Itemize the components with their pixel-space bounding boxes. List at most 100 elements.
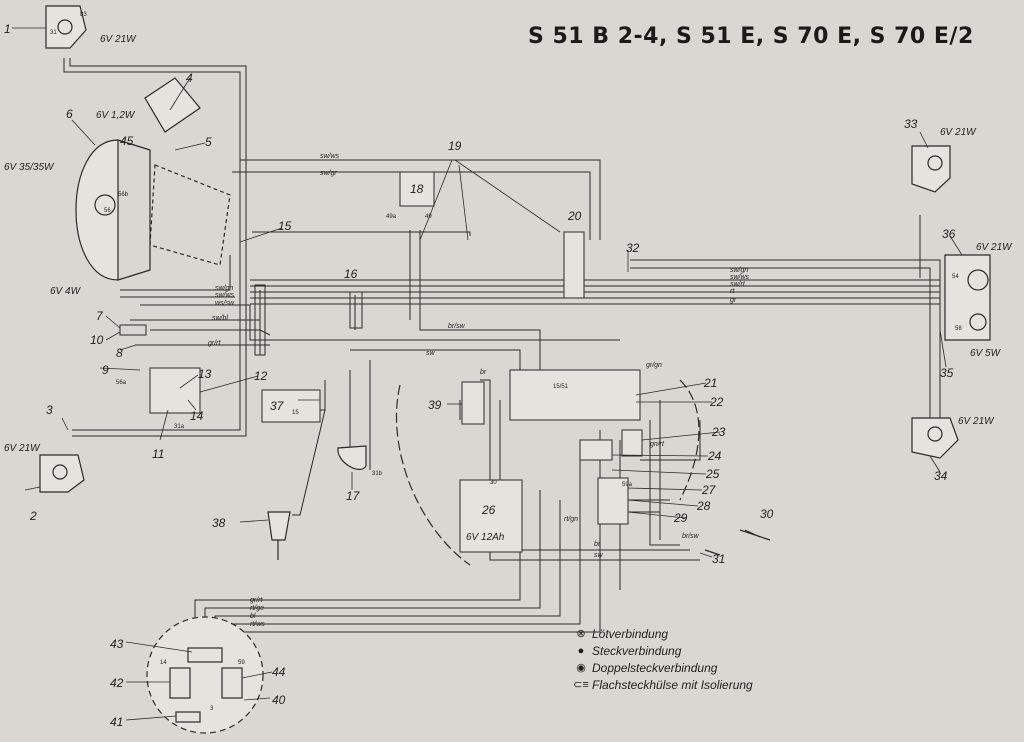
wire-label: sw/ws — [320, 153, 340, 160]
tail-lamp — [944, 254, 991, 341]
wire-label: br/sw — [448, 323, 466, 330]
wire-label: sw/rt — [730, 281, 746, 288]
connector-23 — [621, 429, 643, 457]
callout-40: 40 — [272, 693, 286, 707]
terminal-label: 49 — [425, 214, 432, 220]
handlebar-switch — [149, 367, 201, 414]
terminal-label: 31a — [174, 424, 185, 430]
callout-38: 38 — [212, 516, 226, 530]
wire-label: sw/ws — [215, 292, 235, 299]
wire-front-left — [63, 58, 241, 431]
legend-item: ⊂≡ Flachsteckhülse mit Isolierung — [572, 677, 753, 694]
terminal-label: 83 — [80, 12, 87, 18]
wire-label: sw/gn — [730, 267, 748, 274]
callout-44: 44 — [272, 665, 286, 679]
blinker-rear-right — [911, 417, 959, 459]
connector-16 — [349, 291, 363, 329]
callout-7: 7 — [96, 309, 104, 323]
callout-3: 3 — [46, 403, 53, 417]
wire-label: rt/gn — [564, 516, 578, 523]
callout-15: 15 — [278, 219, 292, 233]
callout-25: 25 — [705, 467, 720, 481]
rating-rear-right-blinker: 6V 21W — [958, 416, 995, 427]
wire-label: br/sw — [682, 533, 700, 540]
blinker-front-left — [45, 5, 87, 49]
callout-14: 14 — [190, 409, 204, 423]
terminal-label: 56 — [104, 208, 111, 214]
callout-30: 30 — [760, 507, 774, 521]
callout-29: 29 — [673, 511, 688, 525]
connector-20 — [563, 231, 585, 299]
wire-front-left-2 — [69, 58, 247, 437]
callout-17: 17 — [346, 489, 361, 503]
wire-label: gr/gn — [646, 362, 662, 369]
rating-tail-lamp: 6V 21W — [976, 242, 1013, 253]
callout-1: 1 — [4, 22, 11, 36]
rating-battery: 6V 12Ah — [466, 532, 505, 543]
generator-40 — [146, 616, 264, 734]
wire-label: br — [594, 541, 601, 548]
callout-33: 33 — [904, 117, 918, 131]
terminal-label: 49a — [386, 214, 397, 220]
rating-rear-left-blinker: 6V 21W — [4, 443, 41, 454]
switch-39 — [461, 381, 485, 425]
wire-label: rt/ge — [250, 605, 264, 612]
callout-23: 23 — [711, 425, 726, 439]
rating-front-left-blinker: 6V 21W — [100, 34, 137, 45]
callout-41: 41 — [110, 715, 123, 729]
callout-12: 12 — [254, 369, 268, 383]
callout-22: 22 — [709, 395, 724, 409]
callout-35: 35 — [940, 366, 954, 380]
regulator-37 — [261, 389, 321, 423]
legend-text: Doppelsteckverbindung — [592, 661, 718, 675]
wire-label: gr/rt — [208, 340, 222, 347]
wire-label: gn/rt — [650, 441, 665, 448]
callout-31: 31 — [712, 552, 725, 566]
callout-28: 28 — [696, 499, 711, 513]
terminal-label: 56a — [116, 380, 127, 386]
callout-4: 4 — [186, 71, 193, 85]
terminal-label: 59 — [238, 660, 245, 666]
wire-label: sw/bl — [212, 315, 228, 322]
legend-item: ◉ Doppelsteckverbindung — [572, 660, 753, 677]
terminal-label: 15 — [292, 410, 299, 416]
callout-42: 42 — [110, 676, 124, 690]
terminal-label: 58 — [955, 326, 962, 332]
callout-2: 2 — [29, 509, 37, 523]
wire-label: sw/gn — [215, 285, 233, 292]
callout-39: 39 — [428, 398, 442, 412]
wire-label: sw/ws — [730, 274, 750, 281]
callout-16: 16 — [344, 267, 358, 281]
callout-8: 8 — [116, 346, 123, 360]
wire-label: gr — [730, 297, 737, 304]
wire-label: rt — [730, 288, 735, 295]
wire-label: rt/ws — [250, 621, 265, 628]
battery-26 — [459, 479, 523, 553]
terminal-label: 3 — [210, 706, 214, 712]
wire-label: sw — [426, 350, 436, 357]
callout-13: 13 — [198, 367, 212, 381]
wire-label: ws/sw — [215, 300, 235, 307]
callout-9: 9 — [102, 363, 109, 377]
callout-34: 34 — [934, 469, 948, 483]
double-plug-connection-icon: ◉ — [576, 662, 586, 674]
spark-plug-38 — [267, 511, 291, 541]
connector-24 — [579, 439, 613, 461]
legend: ⊗ Lötverbindung ● Steckverbindung ◉ Dopp… — [572, 626, 753, 694]
wire-label: sw/gr — [320, 170, 337, 177]
legend-text: Steckverbindung — [592, 644, 682, 658]
speedo — [144, 77, 201, 133]
connector-15 — [254, 284, 266, 356]
rating-front-right-blinker: 6V 21W — [940, 127, 977, 138]
callout-21: 21 — [703, 376, 717, 390]
terminal-label: 14 — [160, 660, 167, 666]
callout-5: 5 — [205, 135, 212, 149]
rating-headlamp: 6V 35/35W — [4, 162, 55, 173]
rating-speedo-lamp: 6V 1,2W — [96, 110, 136, 121]
callout-45: 45 — [120, 134, 134, 148]
rating-rear-lamp: 6V 5W — [970, 348, 1002, 359]
wire-label: gr/rt — [250, 597, 264, 604]
callout-37: 37 — [270, 399, 285, 413]
callout-20: 20 — [567, 209, 582, 223]
